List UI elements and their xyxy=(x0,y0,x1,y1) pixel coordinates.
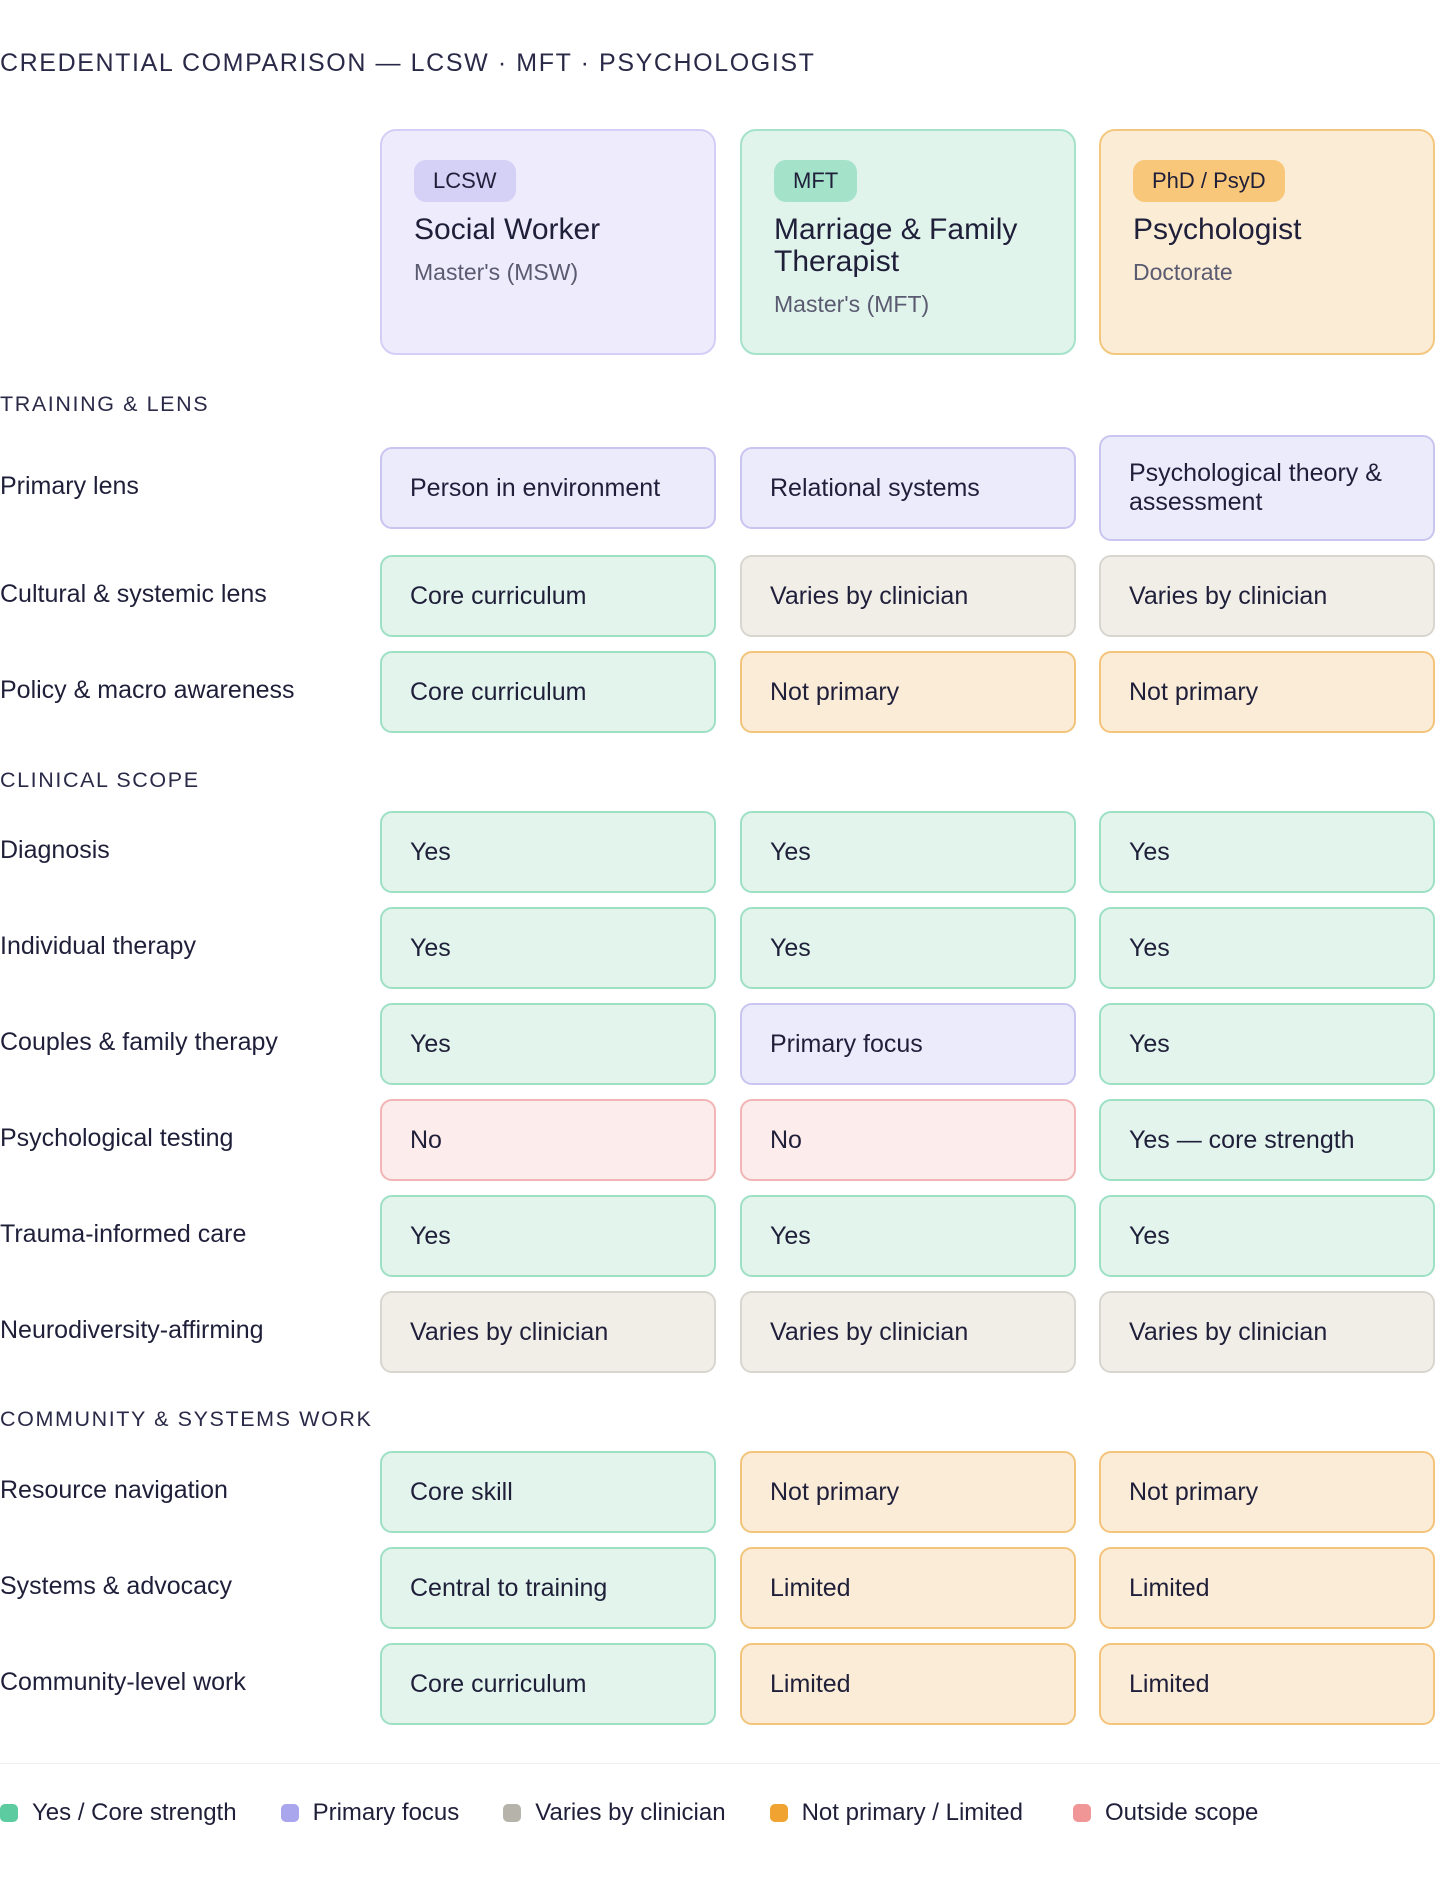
column-title-psychologist: Psychologist xyxy=(1133,213,1302,246)
legend-item-outside-scope: Outside scope xyxy=(1072,1799,1259,1827)
cell-mft: Yes xyxy=(740,811,1076,893)
cell-lcsw: Person in environment xyxy=(380,447,716,529)
cell-mft: Not primary xyxy=(740,651,1076,733)
badge-psychologist: PhD / PsyD xyxy=(1133,160,1285,202)
cell-mft: Relational systems xyxy=(740,447,1076,529)
cell-lcsw: Core curriculum xyxy=(380,555,716,637)
column-degree-mft: Master's (MFT) xyxy=(774,291,930,317)
row-label: Trauma-informed care xyxy=(0,1220,247,1248)
cell-mft: Primary focus xyxy=(740,1003,1076,1085)
cell-psychologist: Not primary xyxy=(1099,651,1435,733)
cell-lcsw: Yes xyxy=(380,1195,716,1277)
legend-swatch-varies xyxy=(503,1804,522,1822)
section-title-clinical: Clinical Scope xyxy=(0,768,200,792)
cell-mft: Yes xyxy=(740,1195,1076,1277)
legend-item-yes: Yes / Core strength xyxy=(0,1799,237,1827)
cell-mft: Yes xyxy=(740,907,1076,989)
cell-mft: Limited xyxy=(740,1643,1076,1725)
column-card-mft: MFT Marriage & Family Therapist Master's… xyxy=(740,129,1076,355)
row-label: Psychological testing xyxy=(0,1124,234,1152)
cell-mft: Varies by clinician xyxy=(740,1291,1076,1373)
row-label: Resource navigation xyxy=(0,1476,228,1504)
legend-label: Outside scope xyxy=(1104,1799,1259,1826)
column-card-lcsw: LCSW Social Worker Master's (MSW) xyxy=(380,129,716,355)
cell-lcsw: Yes xyxy=(380,811,716,893)
cell-psychologist: Yes xyxy=(1099,811,1435,893)
legend: Yes / Core strength Primary focus Varies… xyxy=(0,1799,1258,1827)
cell-psychologist: Yes — core strength xyxy=(1099,1099,1435,1181)
row-label: Individual therapy xyxy=(0,932,196,960)
cell-lcsw: Yes xyxy=(380,1003,716,1085)
cell-mft: Not primary xyxy=(740,1451,1076,1533)
row-label: Diagnosis xyxy=(0,836,110,864)
badge-mft: MFT xyxy=(774,160,858,202)
legend-item-varies: Varies by clinician xyxy=(503,1799,726,1827)
column-degree-psychologist: Doctorate xyxy=(1133,259,1233,285)
legend-label: Not primary / Limited xyxy=(801,1799,1023,1826)
cell-psychologist: Varies by clinician xyxy=(1099,555,1435,637)
cell-psychologist: Psychological theory & assessment xyxy=(1099,435,1435,541)
row-label: Couples & family therapy xyxy=(0,1028,278,1056)
legend-swatch-limited xyxy=(769,1804,788,1822)
cell-lcsw: Core curriculum xyxy=(380,651,716,733)
cell-mft: Varies by clinician xyxy=(740,555,1076,637)
cell-lcsw: Yes xyxy=(380,907,716,989)
badge-lcsw: LCSW xyxy=(414,160,516,202)
legend-label: Yes / Core strength xyxy=(32,1799,237,1826)
cell-psychologist: Limited xyxy=(1099,1547,1435,1629)
legend-swatch-no xyxy=(1072,1804,1091,1822)
row-label: Policy & macro awareness xyxy=(0,676,295,704)
column-title-lcsw: Social Worker xyxy=(414,213,601,246)
column-degree-lcsw: Master's (MSW) xyxy=(414,259,579,285)
column-card-psychologist: PhD / PsyD Psychologist Doctorate xyxy=(1099,129,1435,355)
cell-psychologist: Yes xyxy=(1099,1195,1435,1277)
legend-swatch-yes xyxy=(0,1804,18,1822)
row-label: Cultural & systemic lens xyxy=(0,580,267,608)
row-label: Systems & advocacy xyxy=(0,1572,233,1600)
cell-lcsw: Varies by clinician xyxy=(380,1291,716,1373)
cell-psychologist: Limited xyxy=(1099,1643,1435,1725)
cell-psychologist: Varies by clinician xyxy=(1099,1291,1435,1373)
legend-item-limited: Not primary / Limited xyxy=(769,1799,1023,1827)
cell-mft: Limited xyxy=(740,1547,1076,1629)
cell-mft: No xyxy=(740,1099,1076,1181)
cell-lcsw: Core skill xyxy=(380,1451,716,1533)
legend-label: Varies by clinician xyxy=(535,1799,726,1826)
row-label: Community-level work xyxy=(0,1668,246,1696)
row-label: Neurodiversity-affirming xyxy=(0,1316,264,1344)
section-title-community: Community & Systems Work xyxy=(0,1407,373,1431)
legend-label: Primary focus xyxy=(312,1799,460,1826)
row-label: Primary lens xyxy=(0,472,139,500)
cell-lcsw: Central to training xyxy=(380,1547,716,1629)
legend-swatch-primary xyxy=(280,1804,299,1822)
column-title-mft: Marriage & Family Therapist xyxy=(774,213,1018,278)
section-title-training: Training & Lens xyxy=(0,392,210,416)
cell-psychologist: Not primary xyxy=(1099,1451,1435,1533)
legend-item-primary: Primary focus xyxy=(280,1799,460,1827)
legend-divider xyxy=(0,1763,1440,1764)
cell-lcsw: No xyxy=(380,1099,716,1181)
cell-lcsw: Core curriculum xyxy=(380,1643,716,1725)
page-title: Credential Comparison — LCSW · MFT · Psy… xyxy=(0,49,816,77)
cell-psychologist: Yes xyxy=(1099,1003,1435,1085)
cell-psychologist: Yes xyxy=(1099,907,1435,989)
